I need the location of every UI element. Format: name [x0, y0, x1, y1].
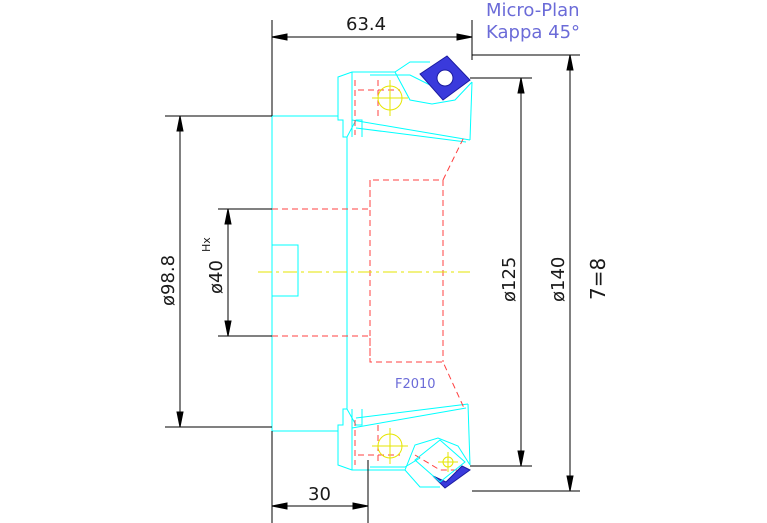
- dim-diameter-outer-cut: ø140: [548, 257, 569, 302]
- title-line1: Micro-Plan: [486, 0, 580, 21]
- title-line2: Kappa 45°: [486, 22, 580, 43]
- dim-diameter-bore: ø40: [206, 260, 227, 294]
- dimension-lines: [165, 20, 580, 523]
- dim-teeth: 7=8: [586, 258, 610, 300]
- insert-top: [419, 55, 471, 101]
- screw-marks: [372, 80, 458, 472]
- cutter-body-outline: [271, 61, 473, 488]
- dim-diameter-shoulder: ø98.8: [158, 255, 179, 306]
- insert-bottom: [414, 439, 471, 489]
- dim-bore-tolerance: Hx: [200, 237, 213, 252]
- model-label: F2010: [395, 377, 436, 392]
- dim-shank-length: 30: [308, 484, 331, 505]
- hidden-lines: [272, 77, 465, 471]
- dim-diameter-inner-cut: ø125: [499, 257, 520, 302]
- dim-overall-length: 63.4: [346, 14, 386, 35]
